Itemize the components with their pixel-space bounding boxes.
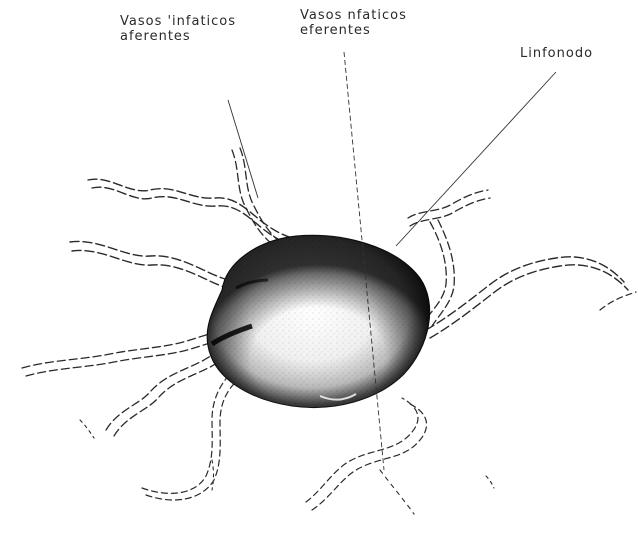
afferent-vessel-6 [142, 372, 240, 500]
leader-line-node [396, 72, 556, 246]
efferent-vessel-2 [80, 420, 494, 514]
label-lymph-node: Linfonodo [520, 46, 593, 61]
afferent-vessel-9 [600, 292, 636, 310]
afferent-vessel-4 [22, 330, 228, 376]
label-afferent-line2: aferentes [120, 29, 236, 44]
label-afferent-vessels: Vasos 'infaticos aferentes [120, 14, 236, 44]
leader-line-afferent [228, 100, 258, 198]
afferent-vessel-8 [426, 257, 628, 338]
label-efferent-line1: Vasos nfaticos [300, 8, 407, 23]
label-efferent-vessels: Vasos nfaticos eferentes [300, 8, 407, 38]
label-efferent-line2: eferentes [300, 23, 407, 38]
efferent-vessel-1 [306, 398, 427, 510]
lymph-node [207, 235, 430, 407]
label-afferent-line1: Vasos 'infaticos [120, 14, 236, 29]
